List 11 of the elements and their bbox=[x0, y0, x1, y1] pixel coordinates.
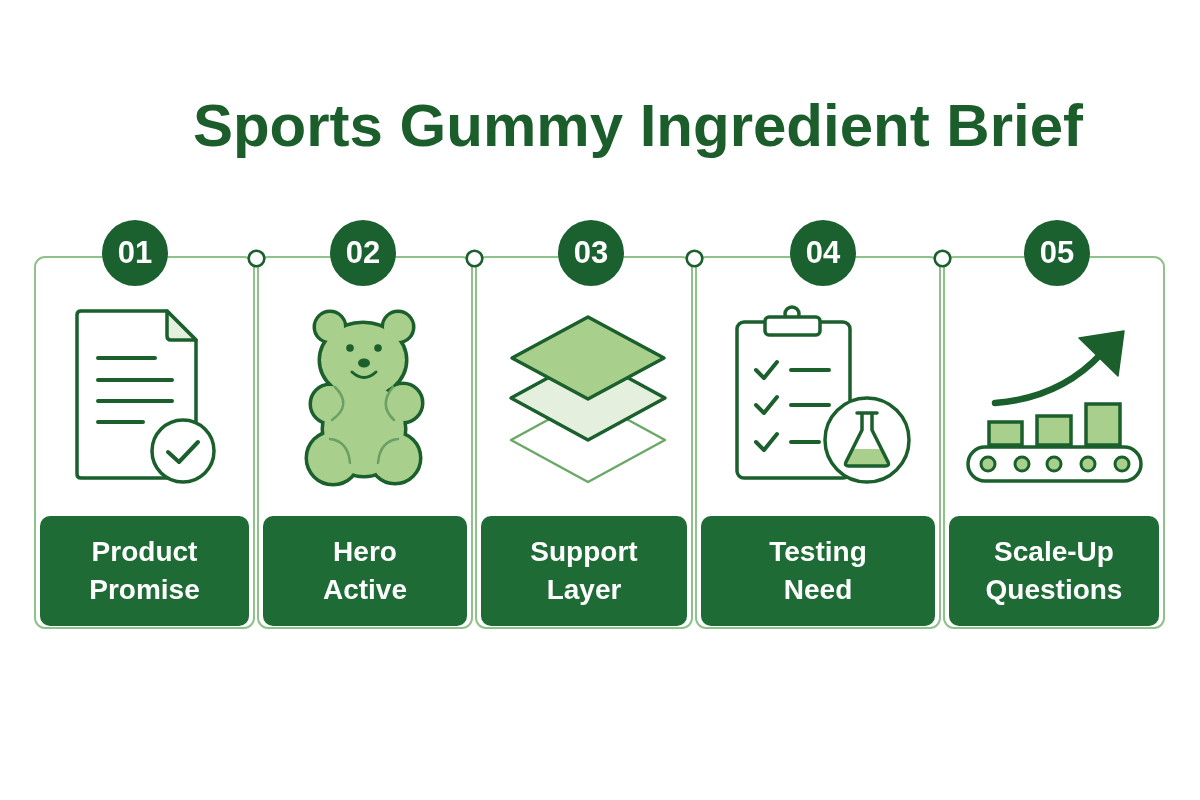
step-label: Support Layer bbox=[481, 516, 687, 626]
step-number: 02 bbox=[330, 220, 396, 286]
step-label: Scale-Up Questions bbox=[949, 516, 1159, 626]
step-number: 04 bbox=[790, 220, 856, 286]
step-label: Product Promise bbox=[40, 516, 249, 626]
step-label: Testing Need bbox=[701, 516, 935, 626]
step-label: Hero Active bbox=[263, 516, 467, 626]
step-number: 03 bbox=[558, 220, 624, 286]
step-number: 05 bbox=[1024, 220, 1090, 286]
step-number: 01 bbox=[102, 220, 168, 286]
diagram-title: Sports Gummy Ingredient Brief bbox=[192, 91, 1084, 160]
